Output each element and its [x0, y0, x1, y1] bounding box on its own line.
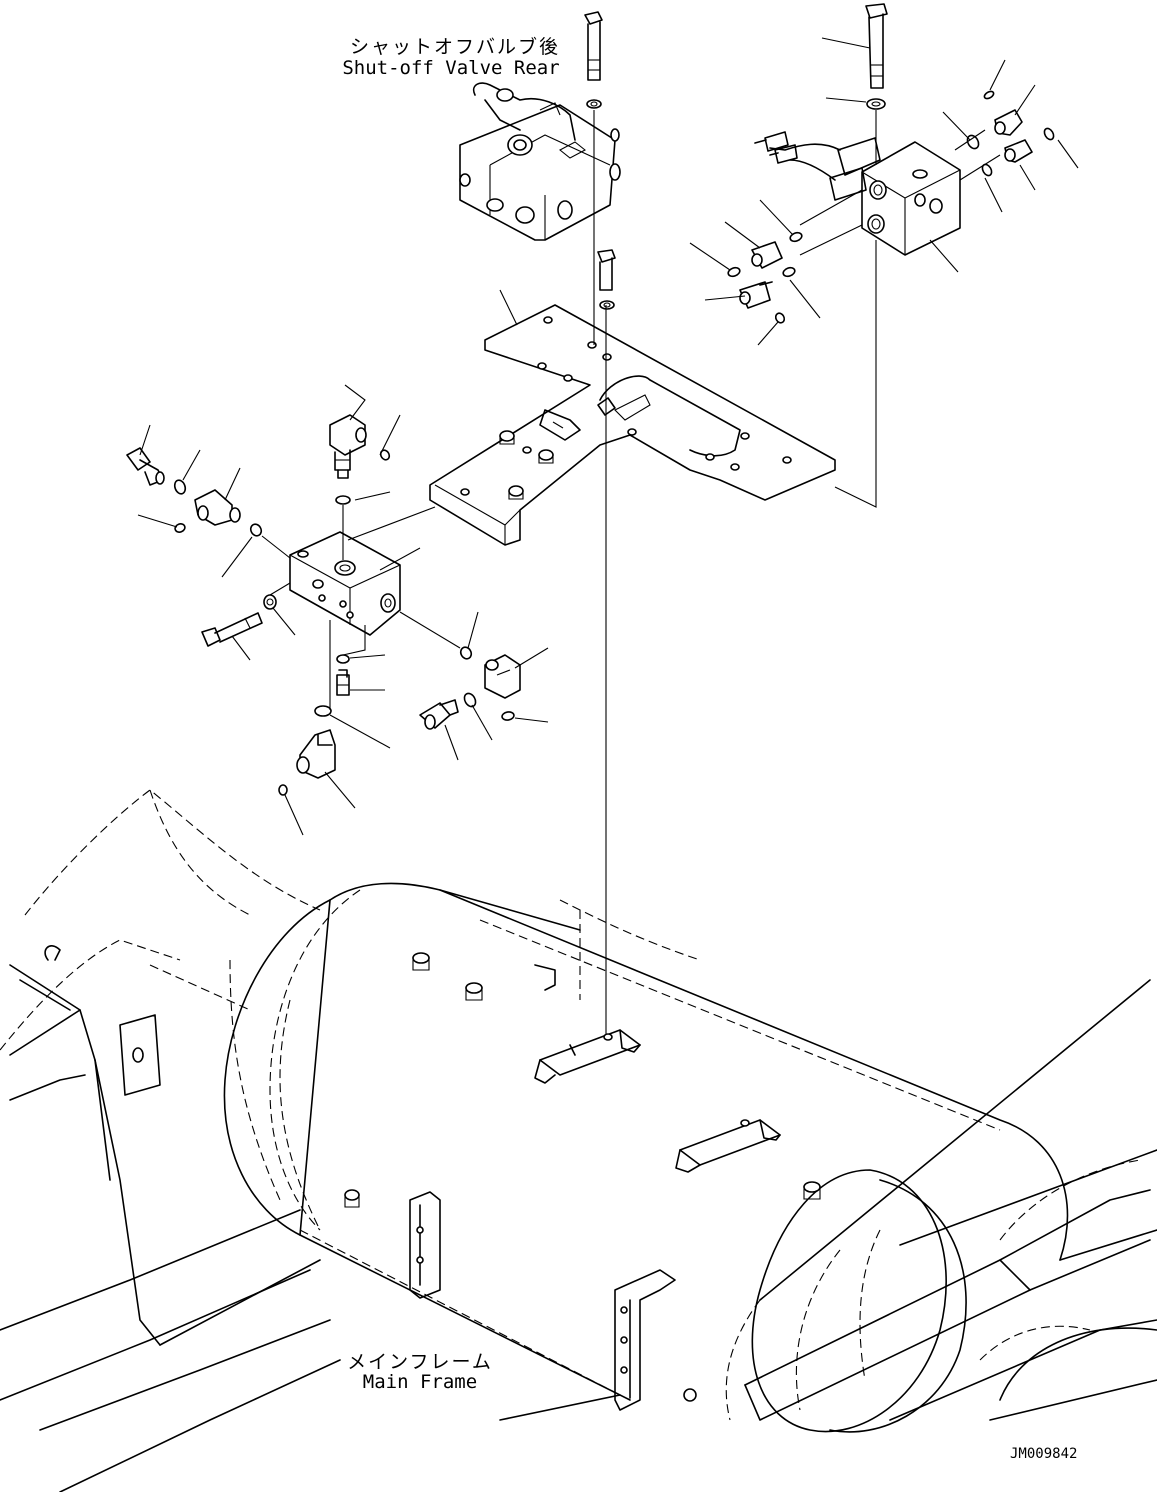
assembly-lines	[137, 37, 1079, 1035]
left-manifold	[289, 531, 401, 636]
shutoff-bolts	[584, 11, 616, 310]
shutoff-valve-label-en: Shut-off Valve Rear	[342, 57, 560, 79]
main-frame	[0, 789, 1157, 1492]
solenoid-valve	[754, 131, 961, 256]
drawing-code: JM009842	[1010, 1446, 1078, 1462]
shutoff-valve	[459, 82, 621, 241]
shutoff-valve-label-jp: シャットオフバルブ後	[349, 36, 560, 58]
solenoid-fittings	[727, 90, 1055, 324]
main-frame-label-en: Main Frame	[362, 1371, 478, 1393]
mounting-plate	[429, 304, 836, 546]
main-frame-label-jp: メインフレーム	[347, 1351, 493, 1373]
left-fittings	[126, 414, 521, 796]
solenoid-bolt	[865, 3, 888, 110]
